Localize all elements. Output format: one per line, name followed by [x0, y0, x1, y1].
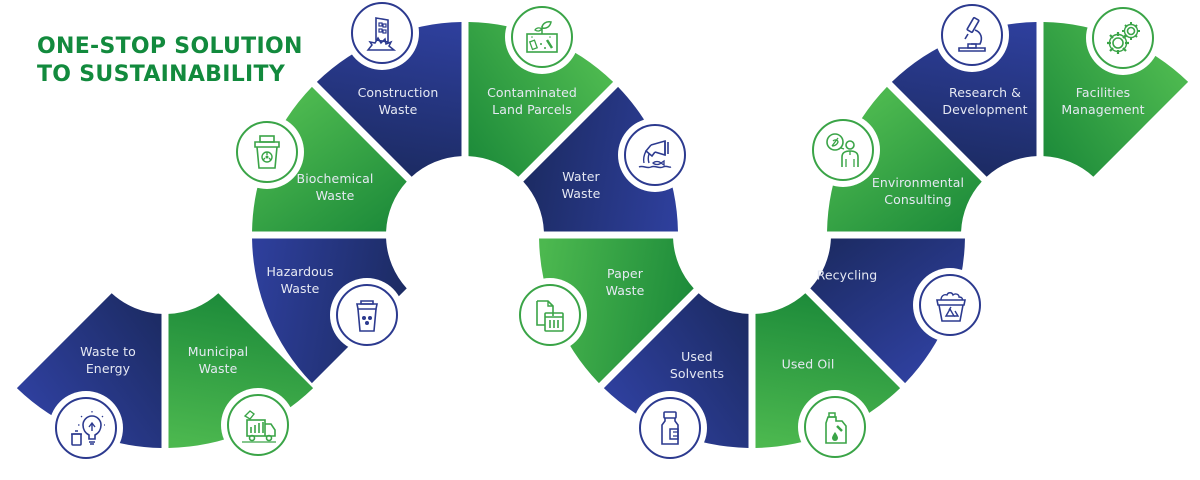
label-line: Recycling — [816, 267, 878, 283]
title-line-2: TO SUSTAINABILITY — [37, 62, 286, 87]
segment-environmental-consulting — [827, 86, 982, 232]
biohazard-bin-icon — [236, 121, 298, 183]
label-line: Waste — [315, 188, 355, 203]
oil-can-icon-glyph — [825, 412, 847, 444]
contaminated-soil-icon-glyph — [526, 21, 558, 53]
page-title: ONE-STOP SOLUTION TO SUSTAINABILITY — [37, 33, 303, 89]
segment-paper-waste — [539, 238, 694, 384]
segment-label-recycling: Recycling — [817, 267, 878, 284]
label-line: Energy — [85, 361, 131, 376]
recycling-bin-icon-glyph — [936, 292, 966, 322]
contaminated-soil-icon — [511, 6, 573, 68]
label-line: Waste — [605, 283, 645, 298]
label-line: Used — [681, 349, 713, 364]
biohazard-bin-icon-glyph — [254, 135, 280, 169]
label-line: Waste — [561, 186, 601, 201]
pipe-outflow-icon — [624, 124, 686, 186]
label-line: Paper — [607, 266, 643, 281]
segment-water-waste — [523, 86, 678, 232]
label-line: Consulting — [884, 192, 952, 207]
label-line: Biochemical — [296, 171, 374, 186]
label-line: Development — [942, 102, 1028, 117]
segment-hazardous-waste — [252, 238, 407, 384]
label-line: Water — [562, 169, 600, 184]
bulb-recycle-icon — [55, 397, 117, 459]
label-line: Solvents — [669, 366, 725, 381]
label-line: Municipal — [187, 344, 249, 359]
label-line: Waste to — [80, 344, 136, 359]
hazard-bin-icon — [336, 284, 398, 346]
label-line: Management — [1061, 102, 1145, 117]
bulb-recycle-icon-glyph — [71, 411, 105, 446]
oil-can-icon — [804, 396, 866, 458]
segment-construction-waste — [316, 22, 462, 177]
label-line: Waste — [280, 281, 320, 296]
segment-used-solvents — [603, 293, 749, 448]
title-line-1: ONE-STOP SOLUTION — [37, 34, 303, 59]
microscope-icon — [941, 4, 1003, 66]
label-line: Land Parcels — [492, 102, 572, 117]
garbage-truck-icon — [227, 394, 289, 456]
paper-bin-icon-glyph — [536, 300, 564, 332]
segment-recycling — [810, 238, 965, 384]
gears-icon-glyph — [1107, 22, 1140, 54]
label-line: Facilities — [1075, 85, 1131, 100]
consultant-icon-glyph — [826, 133, 859, 167]
paper-bin-icon — [519, 284, 581, 346]
segment-used-oil — [755, 293, 901, 448]
pipe-outflow-icon-glyph — [638, 139, 672, 169]
label-line: Hazardous — [266, 264, 334, 279]
hazard-bin-icon-glyph — [356, 300, 378, 332]
collapsing-building-icon — [351, 2, 413, 64]
label-line: Waste — [378, 102, 418, 117]
label-line: Used Oil — [781, 356, 835, 372]
solvent-bottle-icon-glyph — [661, 411, 679, 445]
segment-label-used-oil: Used Oil — [782, 356, 835, 373]
garbage-truck-icon-glyph — [242, 410, 276, 443]
segment-research-development — [891, 22, 1037, 177]
segment-label-waste-to-energy: Waste to Energy — [80, 343, 136, 377]
segment-waste-to-energy — [16, 293, 162, 448]
segment-label-research-development: Research & Development — [942, 84, 1027, 118]
solvent-bottle-icon — [639, 397, 701, 459]
label-line: Research & — [948, 85, 1022, 100]
gears-icon — [1092, 7, 1154, 69]
label-line: Waste — [198, 361, 238, 376]
collapsing-building-icon-glyph — [366, 17, 397, 51]
microscope-icon-glyph — [958, 17, 986, 52]
segment-contaminated-land-parcels — [468, 22, 614, 177]
label-line: Construction — [357, 85, 439, 100]
label-line: Environmental — [871, 175, 965, 190]
segment-facilities-management — [1043, 22, 1189, 177]
recycling-bin-icon — [919, 274, 981, 336]
segment-biochemical-waste — [252, 86, 407, 232]
label-line: Contaminated — [487, 85, 577, 100]
consultant-icon — [812, 119, 874, 181]
